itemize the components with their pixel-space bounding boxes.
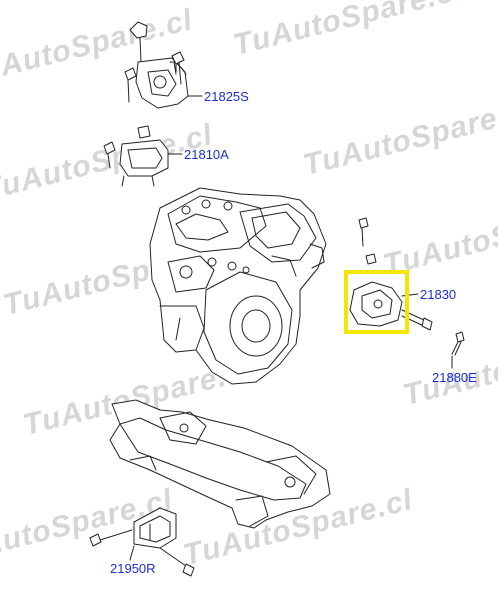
part-label-21950r[interactable]: 21950R	[110, 561, 156, 576]
part-label-21825s[interactable]: 21825S	[204, 89, 249, 104]
engine-block-drawing	[149, 187, 327, 385]
leader-21950r	[129, 545, 135, 561]
bolt-21880e-drawing[interactable]	[451, 331, 465, 356]
part-label-21830[interactable]: 21830	[420, 287, 457, 302]
part-label-21810a[interactable]: 21810A	[184, 147, 229, 162]
subframe-drawing	[109, 399, 331, 529]
highlight-box-21830	[344, 270, 409, 334]
bracket-21825s-drawing[interactable]	[124, 21, 201, 109]
mount-21810a-drawing[interactable]	[103, 125, 181, 187]
mount-21950r-drawing[interactable]	[89, 507, 195, 577]
part-label-21880e[interactable]: 21880E	[432, 370, 477, 385]
leader-21830	[401, 293, 419, 297]
